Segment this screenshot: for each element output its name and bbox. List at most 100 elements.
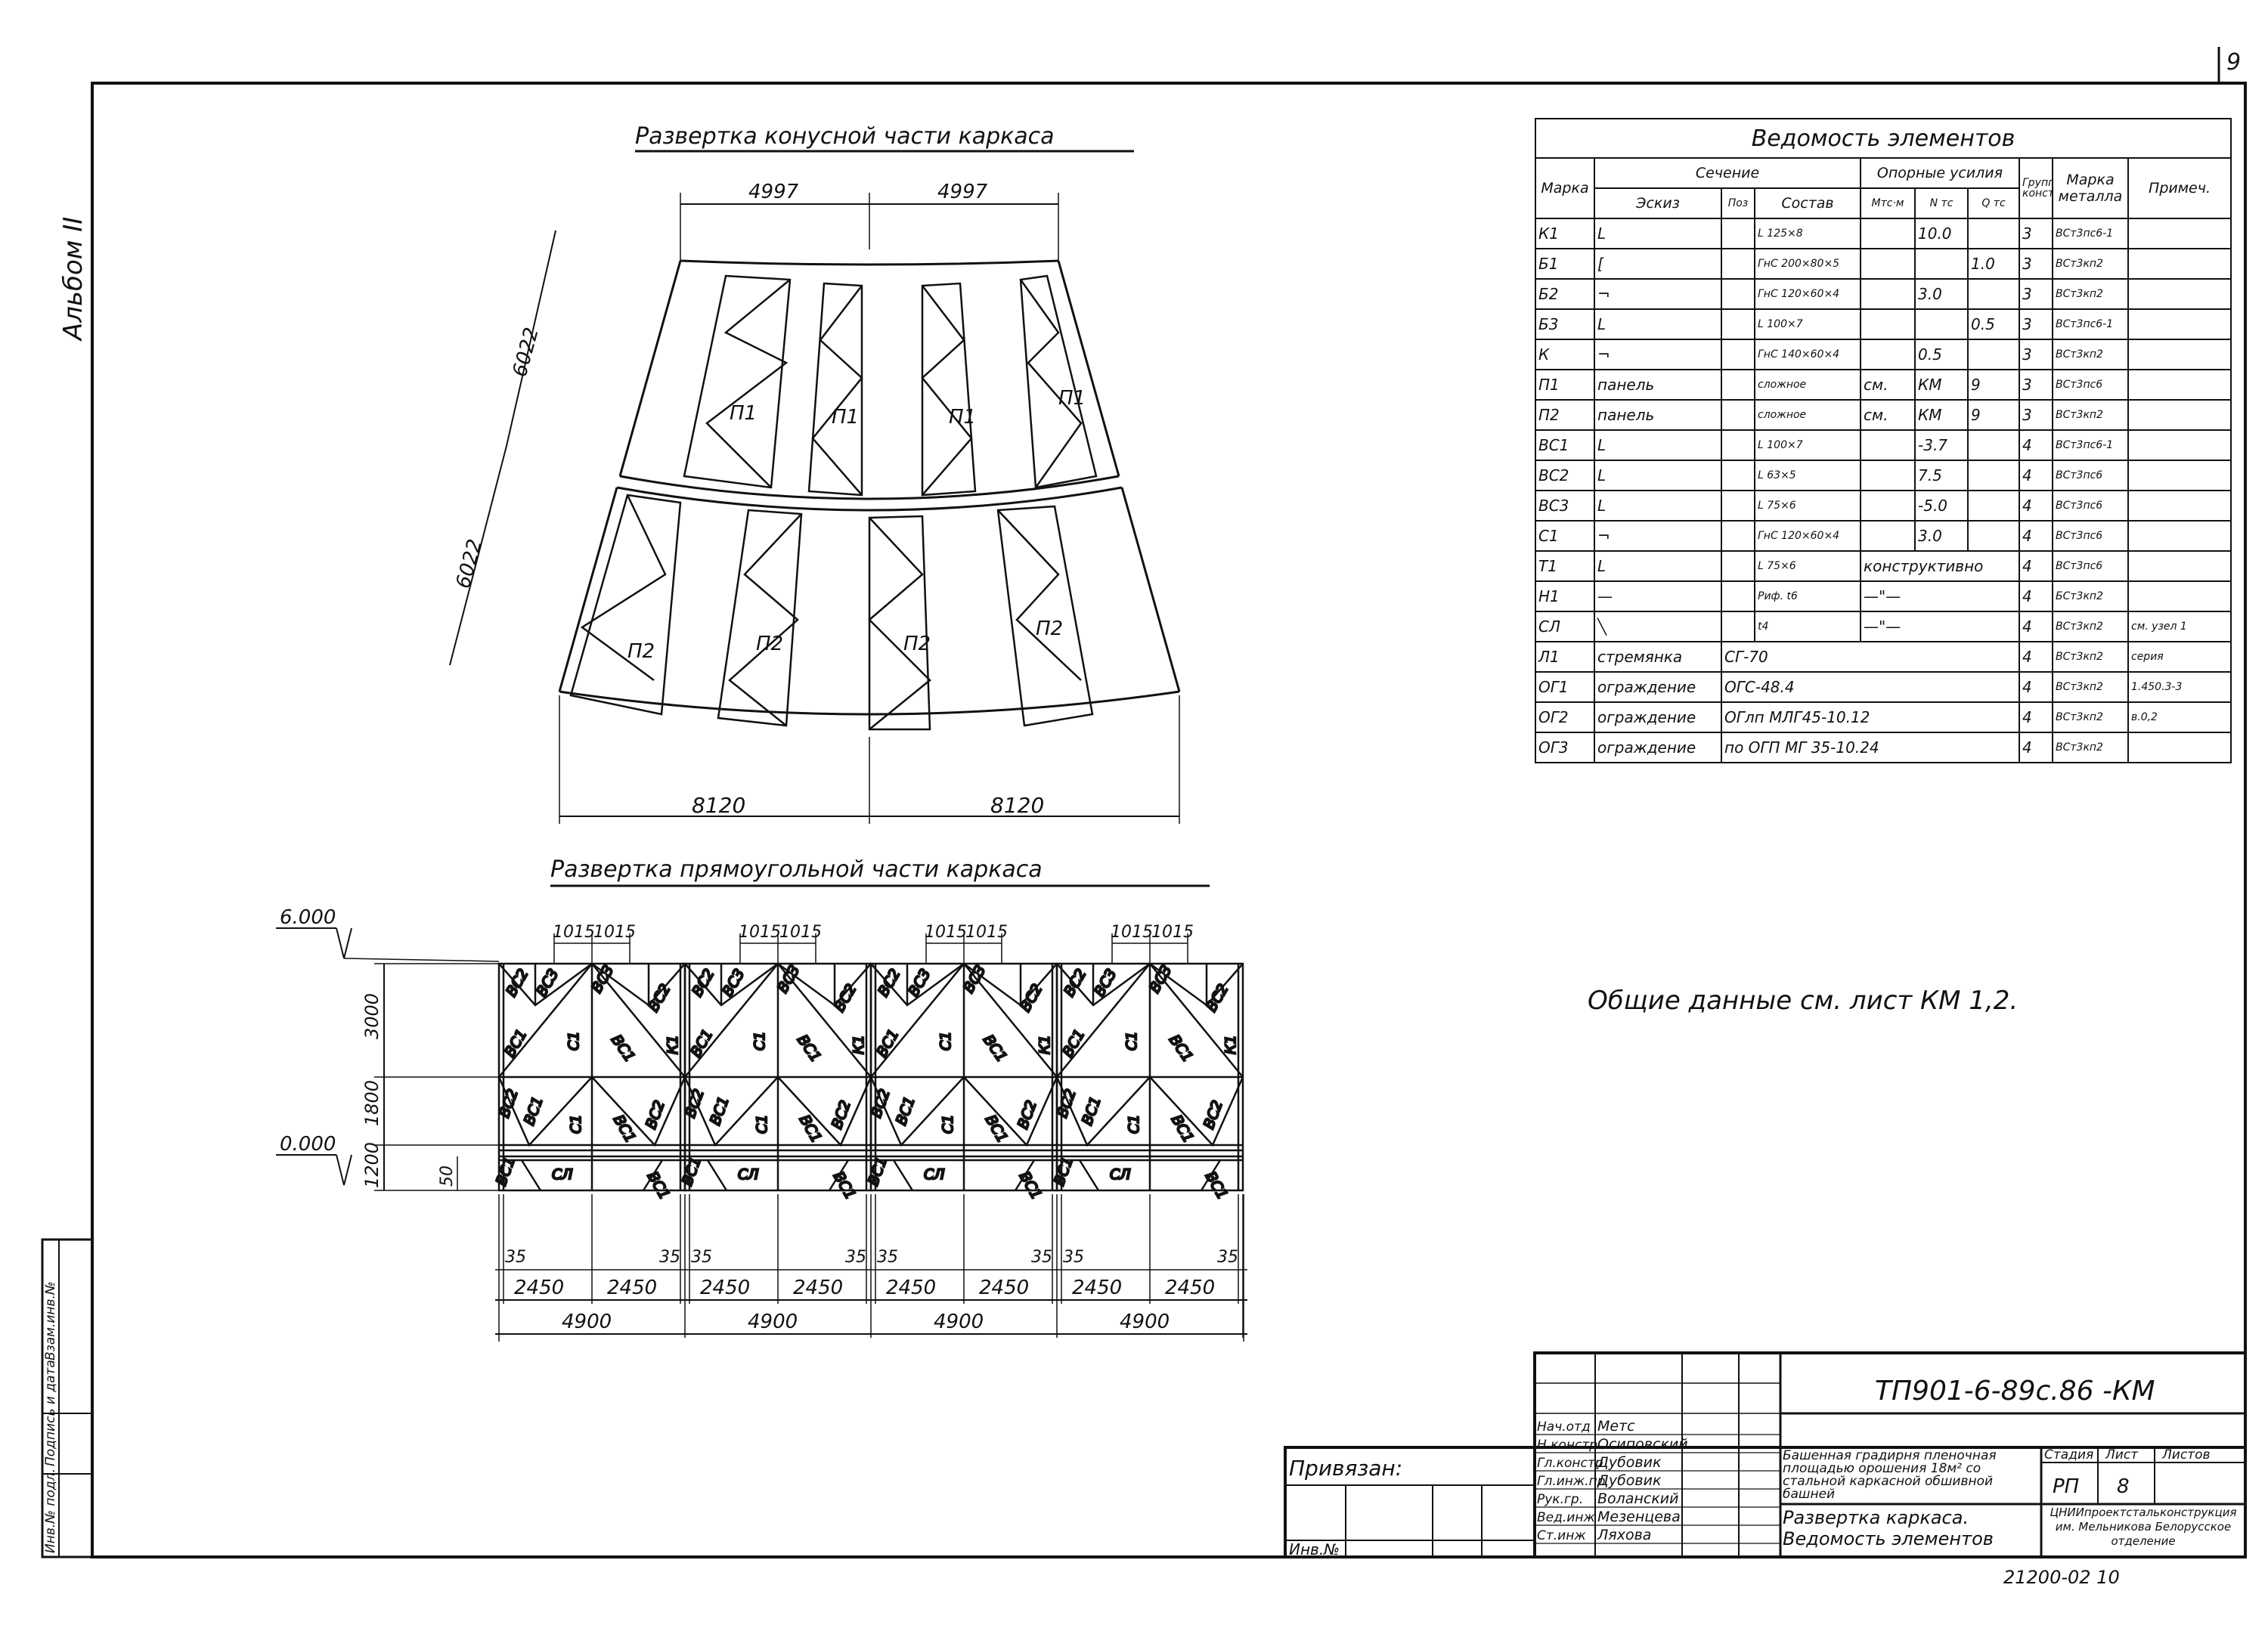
schedule-cell: ВС3 [1535,490,1595,522]
dim-1015: 1015 [965,923,1008,942]
schedule-cell: 3.0 [1914,520,1969,552]
hdr-section: Сечение [1594,157,1861,189]
brace-bottom [1014,1159,1036,1191]
stamp-role: Гл.констр [1537,1456,1603,1471]
schedule-cell: 4 [2019,429,2053,461]
member-label: С1 [1126,1115,1142,1134]
schedule-cell: Б2 [1535,278,1595,310]
schedule-title: Ведомость элементов [1534,118,2232,159]
dim-2450: 2450 [700,1277,750,1299]
dim-2450: 2450 [886,1277,936,1299]
schedule-cell: —"— [1860,580,2020,612]
schedule-cell: ВСт3пс6 [2052,520,2129,552]
schedule-cell [1721,369,1755,401]
schedule-cell: ГнС 120×60×4 [1754,278,1861,310]
schedule-cell: 3 [2019,248,2053,280]
schedule-cell: ГнС 140×60×4 [1754,339,1861,370]
schedule-cell [2127,399,2232,431]
schedule-cell: 4 [2019,611,2053,642]
brace-vc2 [1149,962,1244,1007]
inv-label: Инв.№ [1289,1540,1340,1558]
member-label: ВС1 [644,1169,673,1202]
schedule-cell: 9 [1967,399,2020,431]
stamp-name: Дубовик [1597,1472,1662,1489]
schedule-cell: 3 [2019,308,2053,340]
schedule-cell: П2 [1535,399,1595,431]
schedule-cell: сложное [1754,399,1861,431]
member-label: ВС2 [875,966,903,999]
schedule-cell [1860,429,1916,461]
archive-number: 21200-02 10 [2003,1567,2120,1588]
schedule-cell: в.0,2 [2127,701,2232,733]
schedule-cell [1721,460,1755,491]
schedule-cell: серия [2127,641,2232,673]
member-label: К1 [850,1035,867,1054]
dim-35: 35 [1063,1248,1084,1267]
schedule-cell: 3 [2019,339,2053,370]
member-label: ВС1 [1079,1094,1105,1128]
brace-vc2 [1056,962,1151,1007]
schedule-cell: 3.0 [1914,278,1969,310]
level-bottom: 0.000 [280,1133,336,1156]
member-label: ВС2 [643,1098,668,1131]
dim-4900: 4900 [562,1311,612,1333]
schedule-cell: ВСт3пс6 [2052,369,2129,401]
dim-left-1200: 1200 [361,1142,383,1188]
schedule-cell: —"— [1860,611,2020,642]
schedule-cell: 3 [2019,399,2053,431]
dim-1015: 1015 [925,923,967,942]
schedule-cell: ВС2 [1535,460,1595,491]
rect-title: Развертка прямоугольной части каркаса [550,856,1043,883]
schedule-cell: 4 [2019,550,2053,582]
member-label: С1 [568,1115,584,1134]
schedule-cell: 0.5 [1914,339,1969,370]
schedule-cell [1721,580,1755,612]
schedule-cell: L 100×7 [1754,429,1861,461]
side-label-inv: Инв.№ подл. [43,1469,58,1553]
schedule-cell: см. узел 1 [2127,611,2232,642]
member-label: ВС1 [1202,1169,1231,1202]
schedule-cell: по ОГП МГ 35-10.24 [1721,732,2020,763]
dim-35: 35 [659,1248,680,1267]
hdr-metal: Марка металла [2052,157,2129,219]
schedule-cell: L [1594,218,1722,249]
dim-4900: 4900 [1120,1311,1170,1333]
member-label: ВС3 [1091,966,1120,999]
hdr-poz: Поз [1721,187,1755,219]
schedule-cell [1914,308,1969,340]
schedule-cell: ¬ [1594,520,1722,552]
member-label: ВС1 [794,1032,824,1065]
schedule-cell: 4 [2019,732,2053,763]
member-label: ВС1 [1166,1032,1196,1065]
member-label: СЛ [738,1166,759,1183]
schedule-cell: сложное [1754,369,1861,401]
sheet-frame [91,82,2247,1558]
member-label: С1 [754,1115,770,1134]
schedule-cell: панель [1594,399,1722,431]
member-label: ВС1 [980,1032,1010,1065]
dim-left-3000: 3000 [361,993,383,1039]
schedule-cell: 3 [2019,369,2053,401]
cone-panel-p2-4: П2 [1036,618,1063,640]
schedule-cell: L 100×7 [1754,308,1861,340]
dim-4900: 4900 [748,1311,798,1333]
schedule-cell [1860,520,1916,552]
member-label: ВС1 [1016,1169,1045,1202]
schedule-cell: 4 [2019,701,2053,733]
schedule-cell: 10.0 [1914,218,1969,249]
member-label: С1 [565,1032,582,1051]
member-label: СЛ [1110,1166,1131,1183]
schedule-cell [2127,278,2232,310]
schedule-cell: 0.5 [1967,308,2020,340]
